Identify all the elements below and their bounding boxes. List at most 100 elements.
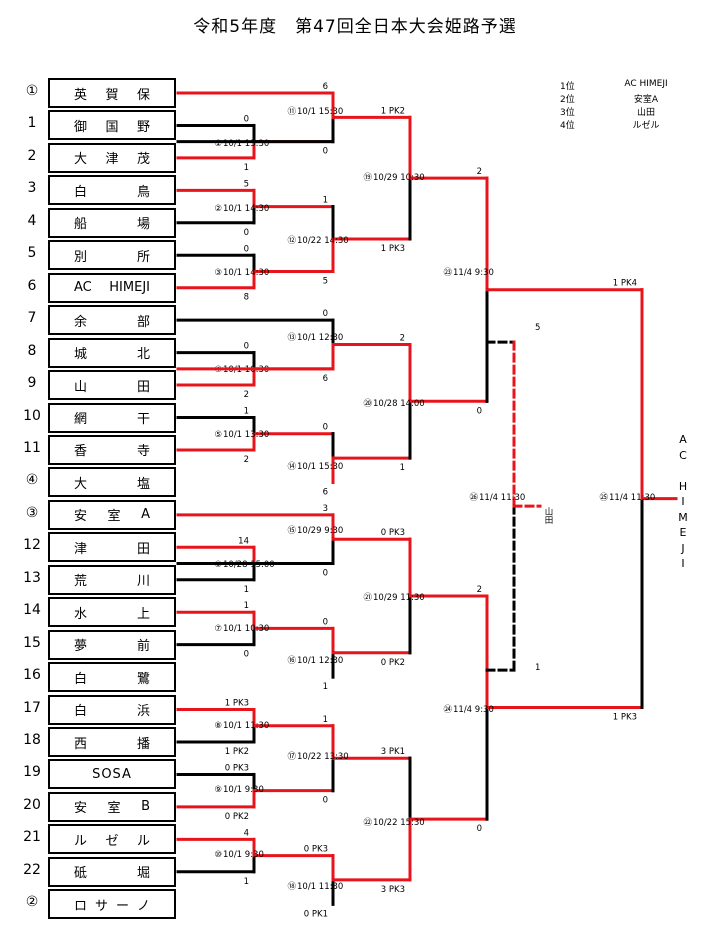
score-bottom: 1 (244, 877, 249, 887)
match-number: ⑨ (214, 785, 222, 795)
champion-letter: J (681, 541, 685, 555)
team-name-char: 別 (74, 249, 88, 265)
score-bottom: 1 (323, 682, 328, 692)
match-number: ⑲ (363, 173, 372, 183)
team-name-char: 香 (74, 444, 88, 460)
seed-number: ④ (25, 472, 39, 489)
team-box: 別所 (48, 240, 176, 271)
score-bottom: 1 (244, 163, 249, 173)
match-time: 10/1 13:30 (223, 139, 269, 149)
match-time: 10/1 12:30 (297, 656, 343, 666)
score-bottom: 2 (244, 390, 249, 400)
match-number: ㉖ (469, 493, 478, 503)
score-top: 1 (323, 196, 328, 206)
match-time: 10/1 9:30 (223, 850, 264, 860)
team-name-char: 余 (74, 314, 88, 330)
score-bottom: 6 (323, 487, 328, 497)
team-name-char: HIMEJI (109, 280, 150, 296)
team-name-char: 浜 (136, 704, 150, 720)
team-name-char: ロ (74, 898, 88, 914)
team-name-char: 川 (136, 574, 150, 590)
score-top: 1 PK2 (381, 106, 405, 116)
team-name-char: SOSA (92, 766, 132, 782)
team-name-char: 英 (74, 87, 88, 103)
match-time: 10/1 13:30 (223, 430, 269, 440)
team-name-char: 干 (136, 412, 150, 427)
match-time: 10/1 9:30 (223, 785, 264, 795)
score-top: 0 (323, 423, 328, 433)
team-name-char: A (141, 507, 150, 523)
team-name-char: ー (115, 898, 129, 914)
team-name-char: 堀 (136, 866, 150, 882)
team-name-char: 安 (74, 509, 88, 525)
match-number: ⑧ (214, 721, 222, 731)
team-box: 白浜 (48, 694, 176, 725)
team-name-char: 播 (136, 736, 150, 752)
team-name-char: 野 (136, 119, 150, 135)
score-bottom: 3 PK3 (381, 885, 405, 895)
score-top: 6 (323, 82, 328, 92)
team-name-char: サ (94, 898, 108, 914)
team-name-char: 寺 (136, 444, 150, 460)
match-number: ㉔ (443, 705, 452, 715)
team-box: 夢前 (48, 629, 176, 660)
seed-number: 14 (23, 602, 41, 619)
score-bottom: 1 (535, 663, 540, 673)
match-time: 10/1 14:30 (223, 268, 269, 278)
score-top: 0 (244, 114, 249, 124)
team-name-char: 白 (74, 704, 88, 720)
seed-number: 3 (27, 180, 37, 197)
seed-number: 7 (27, 310, 37, 327)
champion-letter: C (679, 448, 687, 462)
seed-number: ② (25, 894, 39, 911)
team-name-char: 荒 (74, 574, 88, 590)
score-top: 1 PK4 (613, 279, 637, 289)
match-time: 10/29 11:30 (373, 593, 425, 603)
seed-number: 1 (27, 115, 37, 132)
match-time: 10/1 14:30 (223, 204, 269, 214)
score-bottom: 6 (323, 374, 328, 384)
match-time: 10/22 13:30 (297, 752, 349, 762)
match-time: 10/1 15:30 (297, 462, 343, 472)
team-name-char: 室 (107, 509, 121, 525)
team-name-char: 茂 (136, 152, 150, 168)
team-name-char: B (141, 799, 150, 815)
team-name-char: 網 (74, 412, 88, 427)
team-name-char: 保 (136, 87, 150, 103)
team-name-char: 田 (136, 541, 150, 557)
match-number: ⑰ (287, 752, 296, 762)
team-name-char: 津 (105, 152, 119, 168)
match-number: ② (214, 204, 222, 214)
match-number: ⑤ (214, 430, 222, 440)
score-top: 14 (238, 536, 249, 546)
score-bottom: 0 (477, 406, 482, 416)
champion-letter (676, 463, 690, 479)
team-name-char: 夢 (74, 639, 88, 655)
score-bottom: 0 (244, 650, 249, 660)
score-top: 0 (323, 617, 328, 627)
match-time: 10/22 15:30 (373, 818, 425, 828)
match-number: ㉕ (599, 493, 608, 503)
match-time: 10/28 14:00 (373, 399, 425, 409)
team-box: 西播 (48, 727, 176, 757)
team-name-char: 船 (74, 217, 88, 233)
seed-number: 10 (23, 407, 41, 424)
score-bottom: 0 PK2 (225, 812, 249, 822)
seed-number: 9 (27, 375, 37, 392)
team-name-char: ゼ (105, 833, 119, 849)
team-box: SOSA (48, 759, 176, 790)
match-time: 10/1 11:30 (297, 882, 343, 892)
seed-number: 16 (23, 667, 41, 684)
team-name-char: 北 (136, 347, 150, 363)
team-name-char: 砥 (74, 866, 88, 882)
score-top: 0 (244, 244, 249, 254)
team-name-char: 御 (74, 119, 88, 135)
team-box: 白鷺 (48, 662, 176, 693)
score-bottom: 1 PK3 (613, 713, 637, 723)
score-top: 3 (323, 504, 328, 514)
seed-number: ① (25, 83, 39, 99)
